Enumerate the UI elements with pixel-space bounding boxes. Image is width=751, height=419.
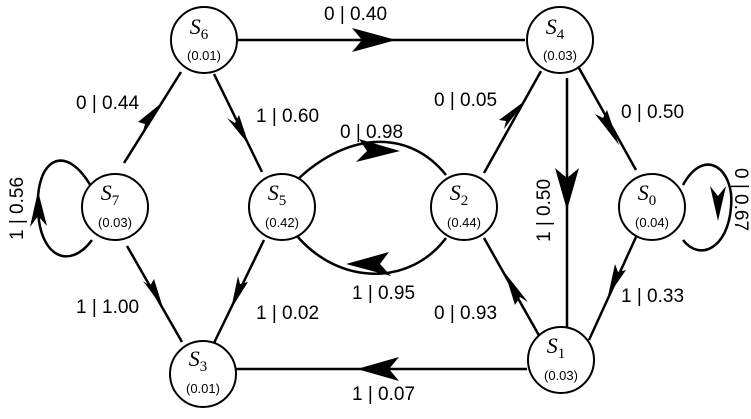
state-probability: (0.44) [447, 215, 481, 230]
state-node-s3: S3 (0.01) [169, 340, 237, 408]
state-probability: (0.03) [98, 215, 132, 230]
state-probability: (0.42) [265, 215, 299, 230]
arrowhead-s0-s1 [608, 264, 626, 296]
edge-label-s2-s4: 0 | 0.05 [434, 90, 497, 111]
state-node-s2: S2 (0.44) [430, 173, 498, 241]
state-circle [169, 340, 237, 408]
state-label: S1 [547, 333, 566, 362]
edge-label-s1-s3: 1 | 0.07 [352, 384, 415, 405]
edge-labels: 0 | 0.40 0 | 0.44 1 | 0.60 0 | 0.98 0 | … [7, 4, 751, 405]
arrowhead-s7-s6 [138, 101, 164, 131]
arrowhead-s1-s2 [505, 273, 528, 305]
edge-label-s7-s6: 0 | 0.44 [76, 93, 139, 114]
arrowhead-s7-s7 [30, 191, 47, 227]
edge-label-s4-s1: 1 | 0.50 [534, 179, 555, 242]
edge-s2-s4 [482, 70, 543, 174]
state-label: S2 [450, 180, 469, 209]
state-probability: (0.04) [635, 215, 669, 230]
edge-s7-s6 [122, 71, 183, 164]
state-node-s4: S4 (0.03) [526, 6, 594, 74]
state-label: S3 [189, 346, 208, 375]
edges [30, 28, 733, 381]
state-circle [81, 173, 149, 241]
edge-label-s5-s2: 0 | 0.98 [340, 122, 403, 143]
edge-label-s4-s0: 0 | 0.50 [621, 102, 684, 123]
edge-label-s2-s5: 1 | 0.95 [352, 283, 415, 304]
state-node-s5: S5 (0.42) [248, 173, 316, 241]
arrowhead-s2-s5 [346, 252, 391, 276]
arrowhead-s2-s4 [499, 100, 526, 129]
state-node-s0: S0 (0.04) [618, 173, 686, 241]
state-circle [170, 6, 238, 74]
arrowhead-s4-s1 [555, 168, 579, 210]
edge-label-s6-s4: 0 | 0.40 [324, 4, 387, 25]
arrowhead-s5-s2 [356, 139, 400, 162]
state-circle [248, 173, 316, 241]
state-node-s1: S1 (0.03) [527, 326, 595, 394]
state-label: S5 [268, 180, 287, 209]
edge-s0-s0 [681, 163, 733, 252]
arrowhead-s4-s0 [595, 110, 619, 145]
state-label: S6 [190, 14, 209, 43]
edge-label-s7-s7: 1 | 0.56 [7, 177, 28, 240]
state-node-s6: S6 (0.01) [170, 6, 238, 74]
state-probability: (0.03) [543, 48, 577, 63]
state-label: S4 [546, 14, 565, 43]
state-circle [526, 6, 594, 74]
state-circle [527, 326, 595, 394]
arrowhead-s1-s3 [357, 357, 399, 381]
arrowhead-s6-s5 [227, 115, 249, 145]
state-circle [430, 173, 498, 241]
edge-label-s1-s2: 0 | 0.93 [434, 303, 497, 324]
edge-label-s0-s0: 0 | 0.67 [730, 168, 751, 231]
edge-label-s0-s1: 1 | 0.33 [621, 286, 684, 307]
state-probability: (0.01) [186, 381, 220, 396]
edge-s2-s5 [296, 235, 447, 275]
arrowhead-s3-s7 [143, 279, 163, 308]
state-label: S0 [638, 180, 657, 209]
state-circle [618, 173, 686, 241]
edge-label-s5-s3: 1 | 0.02 [256, 303, 319, 324]
arrowhead-s6-s4 [352, 28, 396, 52]
edge-label-s3-s7: 1 | 1.00 [76, 297, 139, 318]
edge-label-s6-s5: 1 | 0.60 [256, 106, 319, 127]
state-label: S7 [101, 180, 120, 209]
state-probability: (0.03) [544, 368, 578, 383]
nodes: S6 (0.01) S4 (0.03) S7 (0.03) S5 (0.4 [81, 6, 686, 408]
arrowhead-s0-s0 [710, 186, 726, 221]
state-probability: (0.01) [187, 48, 221, 63]
state-node-s7: S7 (0.03) [81, 173, 149, 241]
edge-s5-s2 [296, 140, 447, 181]
arrowhead-s5-s3 [231, 276, 248, 309]
